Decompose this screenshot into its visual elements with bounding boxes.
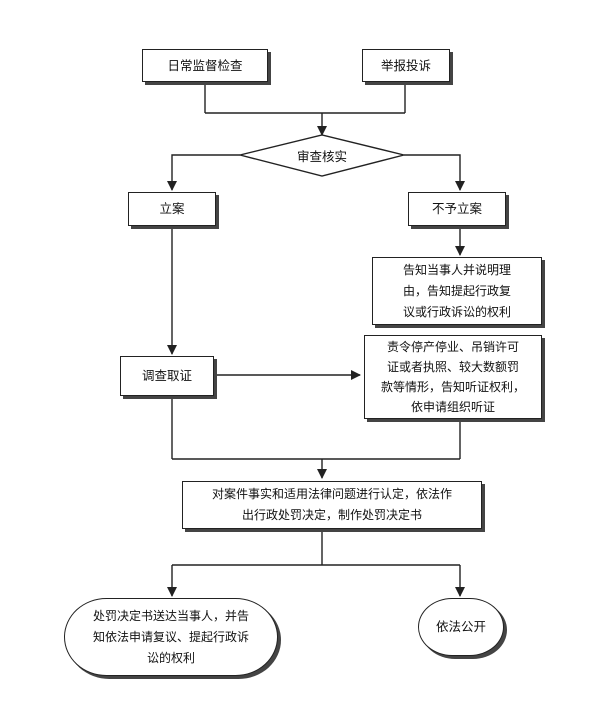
node-notify-reason: 告知当事人并说明理 由，告知提起行政复 议或行政诉讼的权利 [372,257,542,325]
decision-line-2: 出行政处罚决定，制作处罚决定书 [241,508,422,522]
node-deliver: 处罚决定书送达当事人，并告 知依法申请复议、提起行政诉 讼的权利 [64,598,278,676]
node-daily-inspection: 日常监督检查 [142,49,268,82]
hearing-line-4: 依申请组织听证 [410,400,495,414]
node-complaint: 举报投诉 [362,49,450,82]
deliver-line-1: 处罚决定书送达当事人，并告 [92,608,249,623]
notify-line-2: 由，告知提起行政复 [402,283,511,298]
edge-review-left [167,154,240,191]
hearing-line-1: 责令停产停业、吊销许可 [386,340,519,354]
decision-line-1: 对案件事实和适用法律问题进行认定，依法作 [211,487,452,501]
node-decision: 对案件事实和适用法律问题进行认定，依法作 出行政处罚决定，制作处罚决定书 [182,481,482,529]
review-diamond [239,134,405,177]
hearing-line-2: 证或者执照、较大数额罚 [386,360,519,374]
notify-line-3: 议或行政诉讼的权利 [402,304,511,319]
node-review: 审查核实 [296,148,347,164]
deliver-line-3: 讼的权利 [146,650,195,665]
node-investigate: 调查取证 [120,356,214,396]
node-file-case: 立案 [128,192,216,226]
deliver-line-2: 知依法申请复议、提起行政诉 [92,629,249,644]
node-publish: 依法公开 [418,598,504,656]
edge-review-right [404,154,465,191]
node-hearing: 责令停产停业、吊销许可 证或者执照、较大数额罚 款等情形，告知听证权利， 依申请… [364,335,542,419]
hearing-line-3: 款等情形，告知听证权利， [380,380,525,394]
notify-line-1: 告知当事人并说明理 [402,262,511,277]
node-no-case: 不予立案 [408,192,506,226]
